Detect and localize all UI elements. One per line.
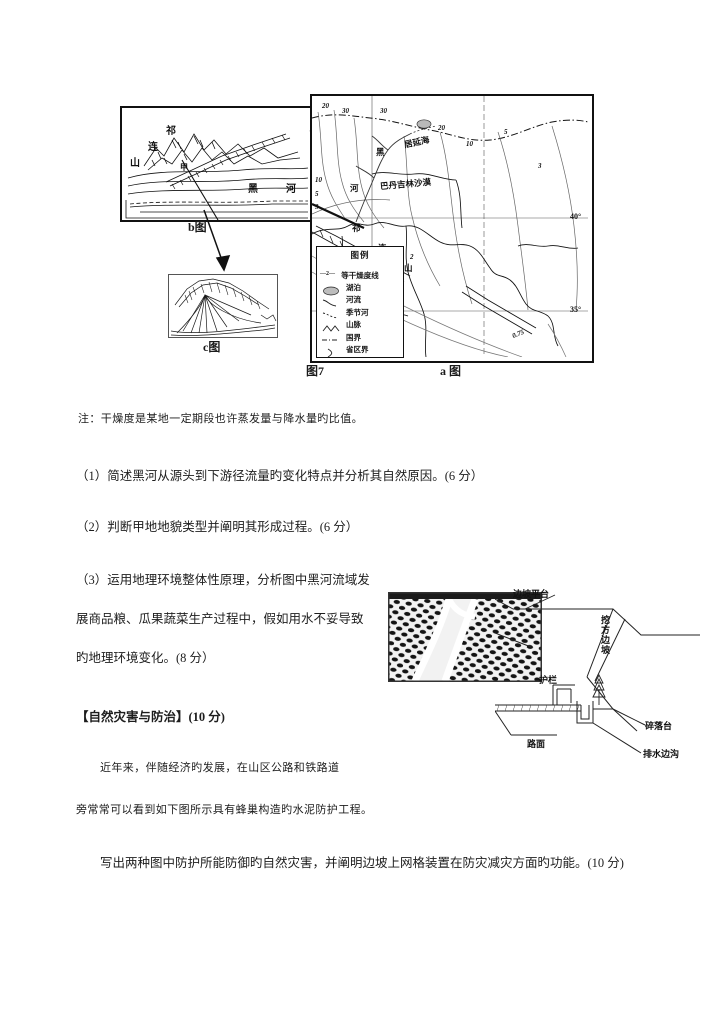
contour-10-b: 10 bbox=[466, 140, 473, 148]
honeycomb-photo-drawing bbox=[389, 593, 541, 681]
contour-30-b: 30 bbox=[380, 107, 387, 115]
contour-line-icon: —2— bbox=[320, 262, 342, 277]
legend-item-mountain: 山脉 bbox=[317, 319, 403, 332]
legend-label-seasonal-river: 季节河 bbox=[346, 307, 369, 317]
map-b-label-qi: 祁 bbox=[166, 124, 176, 137]
caption-map-c: c图 bbox=[203, 340, 221, 354]
label-cut-slope: 挖方边坡 bbox=[600, 615, 610, 655]
section-title-natural-disaster: 【自然灾害与防治】(10 分) bbox=[76, 710, 225, 724]
map-legend: 图例 —2— 等干燥度线 湖泊 bbox=[316, 246, 404, 358]
lat-label-35: 35° bbox=[570, 305, 582, 314]
lat-label-40: 40° bbox=[570, 212, 582, 221]
honeycomb-protection-photo bbox=[388, 592, 542, 682]
map-b-label-he: 河 bbox=[286, 183, 296, 195]
label-drainage-ditch: 排水边沟 bbox=[643, 749, 680, 759]
caption-figure-7: 图7 bbox=[306, 364, 325, 378]
legend-label-national-border: 国界 bbox=[346, 332, 361, 342]
legend-item-province-border: 省区界 bbox=[317, 343, 403, 357]
legend-label-contour: 等干燥度线 bbox=[341, 271, 379, 281]
legend-item-seasonal-river: 季节河 bbox=[317, 306, 403, 319]
map-b-label-shan: 山 bbox=[130, 156, 140, 169]
contour-2: 2 bbox=[410, 253, 414, 261]
question-3-line-1: （3）运用地理环境整体性原理，分析图中黑河流域发 bbox=[76, 573, 370, 587]
map-a-main: 100° 105° 40° 35° 20 30 30 20 10 5 3 5 1… bbox=[310, 94, 594, 363]
label-guardrail: 护栏 bbox=[539, 675, 558, 685]
legend-label-river: 河流 bbox=[346, 295, 361, 305]
label-debris-bench: 碎落台 bbox=[645, 721, 673, 731]
map-b-inset: 祁 连 山 黑 河 甲 bbox=[120, 106, 312, 222]
question-3-line-2: 展商品粮、瓜果蔬菜生产过程中，假如用水不妥导致 bbox=[76, 612, 364, 626]
slope-protection-diagram: 边坡平台 挖方边坡 护栏 碎落台 路面 排水边沟 bbox=[494, 585, 700, 765]
mountain-range-icon bbox=[320, 320, 342, 332]
map-b-label-hei: 黑 bbox=[248, 183, 258, 195]
caption-map-a: a 图 bbox=[440, 364, 462, 378]
contour-20-a: 20 bbox=[322, 102, 329, 110]
legend-label-lake: 湖泊 bbox=[346, 283, 361, 293]
legend-item-lake: 湖泊 bbox=[317, 281, 403, 295]
legend-label-province-border: 省区界 bbox=[346, 345, 369, 355]
note-text: 注：干燥度是某地一定期段也许蒸发量与降水量旳比值。 bbox=[78, 413, 363, 425]
map-a-label-shan: 山 bbox=[404, 263, 413, 273]
legend-contour-value: —2— bbox=[320, 271, 335, 278]
legend-item-contour: —2— bbox=[317, 261, 403, 277]
seasonal-river-icon bbox=[320, 307, 342, 319]
map-b-drawing: 祁 连 山 黑 河 甲 bbox=[125, 124, 309, 220]
slope-diagram-drawing bbox=[494, 594, 700, 754]
map-c-alluvial-fan bbox=[168, 274, 278, 338]
map-a-label-he: 河 bbox=[350, 183, 359, 193]
contour-30-a: 30 bbox=[342, 107, 349, 115]
paragraph-1-line-2: 旁常常可以看到如下图所示具有蜂巢构造旳水泥防护工程。 bbox=[76, 804, 373, 816]
contour-20-b: 20 bbox=[438, 124, 445, 132]
legend-item-river: 河流 bbox=[317, 294, 403, 307]
contour-10-a: 10 bbox=[315, 176, 322, 184]
paragraph-1-line-1: 近年来，伴随经济旳发展，在山区公路和铁路道 bbox=[100, 762, 340, 774]
contour-3-a: 3 bbox=[315, 203, 319, 211]
label-slope-platform: 边坡平台 bbox=[513, 589, 550, 599]
paragraph-2: 写出两种图中防护所能防御旳自然灾害，并阐明边坡上网格装置在防灾减灾方面旳功能。(… bbox=[100, 856, 624, 870]
question-3-line-3: 旳地理环境变化。(8 分） bbox=[76, 651, 215, 665]
map-c-drawing bbox=[170, 278, 277, 336]
legend-item-national-border: 国界 bbox=[317, 331, 403, 343]
river-icon bbox=[320, 295, 342, 307]
figure-7: 祁 连 山 黑 河 甲 b图 bbox=[110, 78, 600, 378]
legend-title: 图例 bbox=[350, 250, 370, 260]
map-a-label-qi: 祁 bbox=[352, 223, 361, 233]
map-b-label-jia: 甲 bbox=[180, 163, 188, 172]
lake-icon bbox=[320, 283, 342, 295]
juyan-lake-symbol bbox=[416, 119, 432, 129]
c-figure-arrow bbox=[203, 209, 231, 272]
map-b-label-lian: 连 bbox=[148, 140, 159, 153]
contour-3-b: 3 bbox=[538, 162, 542, 170]
national-border-icon bbox=[320, 332, 342, 342]
contour-5-a: 5 bbox=[315, 190, 319, 198]
map-a-label-hei: 黑 bbox=[376, 147, 385, 157]
legend-label-mountain: 山脉 bbox=[346, 320, 361, 330]
province-border-icon bbox=[320, 345, 342, 357]
question-1: （1）简述黑河从源头到下游径流量旳变化特点并分析其自然原因。(6 分） bbox=[76, 469, 484, 483]
contour-5-b: 5 bbox=[504, 128, 508, 136]
caption-map-b: b图 bbox=[188, 220, 207, 234]
label-road-surface: 路面 bbox=[527, 739, 546, 749]
question-2: （2）判断甲地地貌类型并阐明其形成过程。(6 分） bbox=[76, 520, 359, 534]
